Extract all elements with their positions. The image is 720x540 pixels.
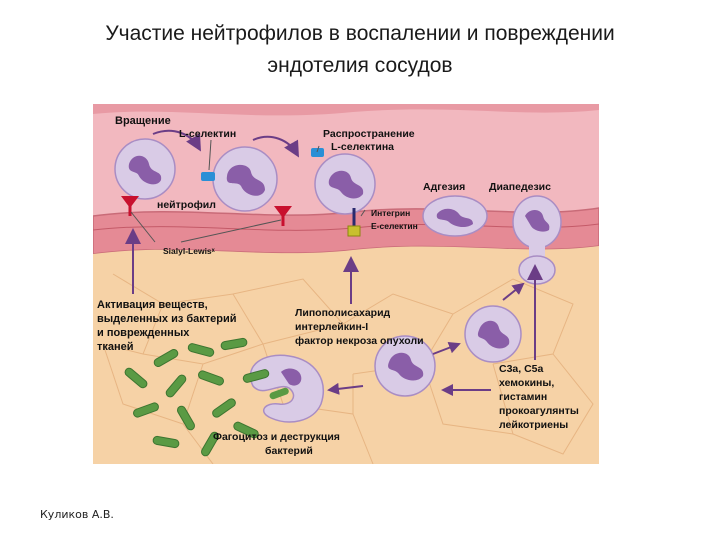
- label-activation-2: выделенных из бактерий: [97, 313, 237, 325]
- neutrophil-tissue-2: [374, 335, 436, 397]
- label-activation-4: тканей: [97, 341, 134, 353]
- label-e-selectin: Е-селектин: [371, 221, 418, 231]
- receptor-integrin: [347, 208, 361, 237]
- label-activation-3: и поврежденных: [97, 327, 190, 339]
- receptor-sialyl-2: [274, 206, 292, 226]
- rotation-arrow-2: [252, 135, 299, 158]
- neutrophil-cell-3: [314, 153, 376, 215]
- label-sialyl: Sialyl-Lewisˣ: [163, 246, 216, 256]
- label-rotation: Вращение: [115, 115, 171, 127]
- neutrophil-adhesion: [422, 195, 488, 237]
- label-integrin: Интегрин: [371, 208, 410, 218]
- rotation-arrow-1: [152, 129, 201, 152]
- pointer-integrin: [360, 209, 366, 217]
- migration-arrow-2: [432, 341, 461, 355]
- diagram-svg: Вращение L-селектин Распространение L-се…: [93, 104, 599, 464]
- receptor-l-selectin-1: [201, 172, 215, 181]
- pointer-l-selectin: [208, 139, 212, 171]
- label-adhesion: Адгезия: [423, 181, 465, 193]
- label-neutrophil: нейтрофил: [157, 199, 216, 211]
- bacteria-group: [124, 337, 270, 457]
- label-lps-1: Липополисахарид: [295, 307, 391, 319]
- label-c3a-3: гистамин: [499, 391, 547, 403]
- pointer-sialyl-2: [180, 219, 282, 243]
- label-spread-1: Распространение: [323, 128, 415, 140]
- label-spread-2: L-селектина: [331, 141, 394, 153]
- label-diapedesis: Диапедезис: [489, 181, 551, 193]
- label-c3a-4: прокоагулянты: [499, 405, 579, 417]
- title-line-1: Участие нейтрофилов в воспалении и повре…: [105, 22, 615, 45]
- receptor-sialyl-1: [121, 196, 139, 216]
- label-phago-2: бактерий: [265, 445, 313, 457]
- neutrophil-cell-2: [212, 146, 278, 212]
- tissue-cells-pattern: [102, 273, 594, 464]
- vessel-top-wall: [93, 104, 599, 116]
- author-credit: Куликов А.В.: [40, 508, 114, 521]
- neutrophil-diapedesis: [512, 195, 562, 285]
- pointer-sialyl-1: [130, 211, 156, 243]
- label-phago-1: Фагоцитоз и деструкция: [213, 431, 340, 443]
- pointer-spread: [316, 145, 320, 153]
- label-c3a-1: С3а, С5а: [499, 363, 544, 375]
- label-lps-3: фактор некроза опухоли: [295, 335, 424, 347]
- label-c3a-5: лейкотриены: [499, 419, 568, 431]
- label-lps-2: интерлейкин-I: [295, 321, 368, 333]
- label-activation-1: Активация веществ,: [97, 299, 208, 311]
- title-line-2: эндотелия сосудов: [267, 54, 453, 77]
- label-l-selectin: L-селектин: [179, 128, 236, 140]
- migration-arrow-3: [327, 382, 364, 395]
- migration-arrow-1: [502, 282, 525, 301]
- neutrophil-tissue-1: [464, 305, 522, 363]
- label-c3a-2: хемокины,: [499, 377, 554, 389]
- slide-title: Участие нейтрофилов в воспалении и повре…: [40, 18, 680, 82]
- neutrophil-diagram: Вращение L-селектин Распространение L-се…: [93, 104, 599, 464]
- receptor-l-selectin-2: [311, 148, 324, 157]
- neutrophil-cell-1: [114, 138, 176, 200]
